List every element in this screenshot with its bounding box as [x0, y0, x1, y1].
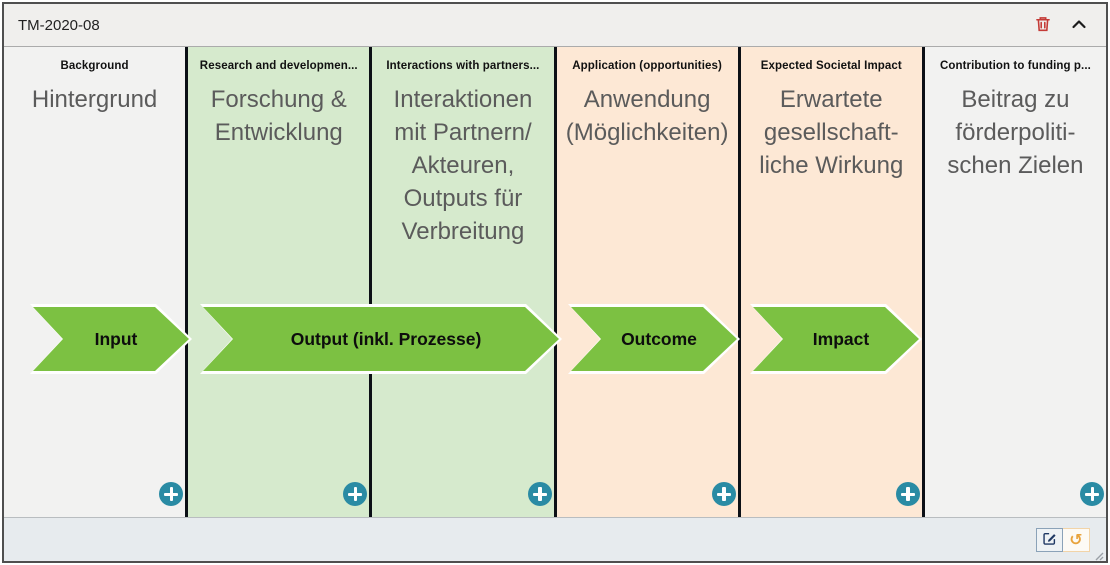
column-header: Contribution to funding p... [939, 60, 1091, 72]
column-header: Application (opportunities) [572, 60, 722, 72]
undo-button[interactable]: ↺ [1063, 527, 1090, 552]
panel-title: TM-2020-08 [18, 16, 100, 34]
column-title: Beitrag zu förderpoliti- schen Zielen [947, 86, 1084, 180]
arrow-label: Impact [812, 328, 870, 349]
arrow-label: Input [94, 328, 138, 349]
column-title: Erwartete gesellschaft- liche Wirkung [759, 86, 904, 180]
add-item-button[interactable] [343, 482, 368, 506]
arrow-shape: Outcome [571, 307, 737, 371]
column-title: Anwendung (Möglichkeiten) [565, 86, 729, 147]
add-item-button[interactable] [527, 482, 552, 506]
column-title: Interaktionen mit Partnern/ Akteuren, Ou… [393, 86, 533, 246]
column-header: Background [60, 60, 129, 72]
trash-icon [1034, 15, 1052, 36]
column-research-development: Research and developmen... Forschung & E… [188, 47, 370, 517]
panel-titlebar: TM-2020-08 [4, 4, 1106, 47]
arrow-label: Outcome [621, 328, 697, 349]
plus-icon [343, 482, 367, 506]
arrow-shape: Output (inkl. Prozesse) [203, 307, 559, 371]
column-title: Forschung & Entwicklung [210, 86, 347, 147]
column-funding-policy: Contribution to funding p... Beitrag zu … [924, 47, 1106, 517]
column-header: Interactions with partners... [386, 60, 540, 72]
plus-icon [1080, 482, 1104, 506]
add-item-button[interactable] [711, 482, 736, 506]
arrow-label: Output (inkl. Prozesse) [290, 328, 482, 349]
panel-footer: ↺ [4, 517, 1106, 561]
add-item-button[interactable] [159, 482, 184, 506]
undo-arrow-icon: ↺ [1069, 529, 1083, 549]
logic-model-board: Background Hintergrund Research and deve… [4, 47, 1106, 517]
column-title: Hintergrund [31, 86, 158, 113]
flow-arrow-output: Output (inkl. Prozesse) [200, 304, 562, 374]
add-item-button[interactable] [1080, 482, 1105, 506]
collapse-button[interactable] [1068, 14, 1090, 36]
column-header: Expected Societal Impact [760, 60, 902, 72]
titlebar-actions [1032, 14, 1106, 36]
edit-button[interactable] [1036, 527, 1063, 552]
arrow-shape: Impact [753, 307, 919, 371]
plus-icon [528, 482, 552, 506]
column-interactions-partners: Interactions with partners... Interaktio… [372, 47, 554, 517]
column-header: Research and developmen... [199, 60, 358, 72]
footer-actions: ↺ [1036, 527, 1090, 552]
edit-pencil-icon [1042, 531, 1057, 549]
flow-arrow-input: Input [30, 304, 192, 374]
plus-icon [712, 482, 736, 506]
flow-arrow-outcome: Outcome [568, 304, 740, 374]
plus-icon [159, 482, 183, 506]
flow-arrow-impact: Impact [750, 304, 922, 374]
add-item-button[interactable] [895, 482, 920, 506]
chevron-up-icon [1071, 18, 1087, 33]
delete-button[interactable] [1032, 14, 1054, 36]
column-application: Application (opportunities) Anwendung (M… [556, 47, 738, 517]
column-background: Background Hintergrund [4, 47, 186, 517]
resize-grip-icon[interactable] [1093, 548, 1104, 561]
column-societal-impact: Expected Societal Impact Erwartete gesel… [740, 47, 922, 517]
plus-icon [896, 482, 920, 506]
